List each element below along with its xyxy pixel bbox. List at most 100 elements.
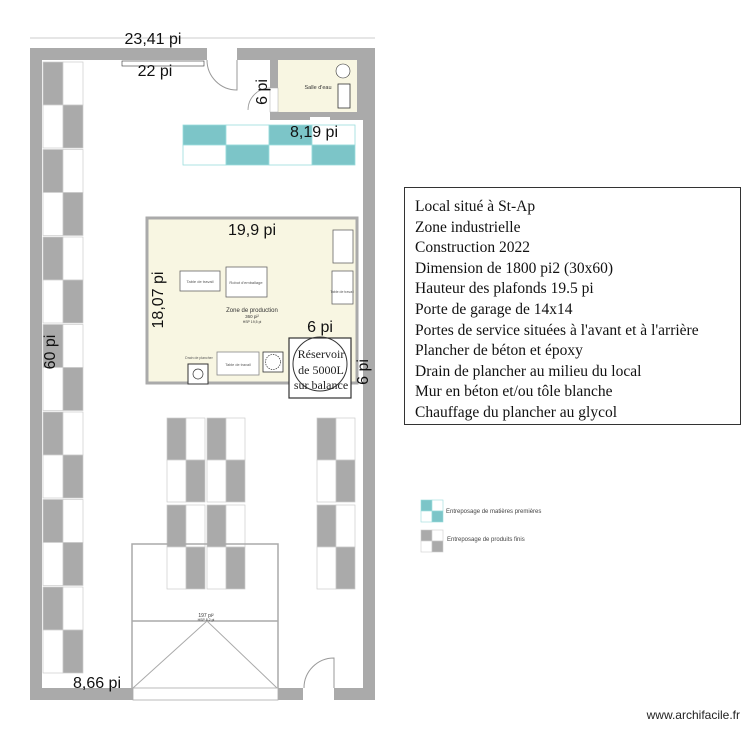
storage-cell [62,149,84,193]
storage-cell [206,546,227,590]
storage-cell [225,459,246,503]
svg-text:360 pi²: 360 pi² [245,314,259,319]
storage-cell [185,504,206,548]
floor-drain [187,363,209,385]
storage-cell [42,236,64,281]
svg-text:sur balance: sur balance [294,378,348,392]
scale [262,351,284,373]
storage-cell [62,367,84,411]
info-line: Construction 2022 [415,239,530,257]
production-label: Zone de production [226,308,278,314]
storage-cell [42,61,64,106]
packaging-robot [225,266,268,298]
storage-cell [185,546,206,590]
dim-total-height: 60 pi [42,335,59,370]
sign-box [121,60,205,67]
info-line: Portes de service situées à l'avant et à… [415,321,699,339]
svg-text:Robot d'emballage: Robot d'emballage [229,280,263,285]
garage-area [131,543,279,689]
info-line: Hauteur des plafonds 19.5 pi [415,280,594,298]
equipment-right [332,229,354,264]
storage-cell [185,417,206,461]
tank-circle [292,336,348,392]
dim-tank-width: 6 pi [307,319,333,336]
storage-cell [335,459,356,503]
svg-text:Table de travail: Table de travail [225,363,251,367]
rear-door[interactable] [303,657,335,689]
info-line: Plancher de béton et époxy [415,342,583,360]
storage-cell [62,61,84,106]
storage-cell [316,417,337,461]
front-door-opening [207,48,237,60]
storage-cell [166,459,187,503]
info-line: Porte de garage de 14x14 [415,300,573,318]
watermark: www.archifacile.fr [646,708,740,722]
dim-salle-eau-height: 6 pi [254,79,271,105]
storage-cell [316,546,337,590]
storage-cell [42,192,64,236]
storage-cell [335,417,356,461]
front-door[interactable] [206,59,238,91]
dim-tank-height: 6 pi [355,359,372,385]
storage-cell [42,586,64,631]
svg-text:197 pi²: 197 pi² [198,613,214,619]
storage-cell [42,629,64,674]
storage-cell [62,499,84,543]
dim-inner-top: 22 pi [138,63,173,80]
info-line: Chauffage du plancher au glycol [415,403,617,421]
storage-cell [206,417,227,461]
finished-storage-center [166,417,356,590]
storage-cell [42,499,64,543]
storage-cell [42,367,64,411]
storage-cell [42,454,64,499]
dim-production-width: 19,9 pi [228,222,276,239]
toilet [335,63,351,79]
info-line: Drain de plancher au milieu du local [415,362,642,380]
storage-cell [42,149,64,193]
tank-5000l [288,337,352,399]
storage-cell [42,411,64,456]
info-line: Zone industrielle [415,218,521,236]
storage-cell [166,546,187,590]
storage-cell [335,504,356,548]
info-line: Dimension de 1800 pi2 (30x60) [415,259,614,277]
storage-cell [42,279,64,324]
legend-raw-label: Entreposage de matières premières [446,509,542,515]
storage-cell [316,459,337,503]
svg-text:de 5000L: de 5000L [298,363,344,377]
storage-cell [225,504,246,548]
storage-cell [62,411,84,456]
storage-cell [166,417,187,461]
svg-text:Drain de plancher: Drain de plancher [185,356,213,360]
storage-cell [206,459,227,503]
svg-text:HSP 8,2 pi: HSP 8,2 pi [198,618,215,622]
storage-cell [225,417,246,461]
storage-cell [62,104,84,149]
storage-cell [62,324,84,368]
finished-storage-left [42,61,84,674]
legend-finished-swatch [420,529,444,553]
svg-text:Réservoir: Réservoir [298,347,345,361]
storage-cell [62,279,84,324]
salle-eau-label: Salle d'eau [304,85,331,91]
info-line: Local situé à St-Ap [415,198,536,215]
storage-cell [62,542,84,586]
work-table-right [331,270,354,305]
dim-total-width: 23,41 pi [125,31,182,48]
storage-cell [185,459,206,503]
storage-cell [206,504,227,548]
salle-eau-door[interactable] [247,87,271,111]
storage-cell [42,542,64,586]
storage-cell [62,454,84,499]
dim-garage-width: 8,66 pi [73,675,121,692]
dim-salle-eau-width: 8,19 pi [290,124,338,141]
storage-cell [62,192,84,236]
storage-cell [62,629,84,674]
garage-door[interactable] [132,687,279,701]
info-line: Mur en béton et/ou tôle blanche [415,383,613,401]
raw-material-storage [182,124,356,166]
storage-cell [225,546,246,590]
work-table-2 [216,351,260,376]
